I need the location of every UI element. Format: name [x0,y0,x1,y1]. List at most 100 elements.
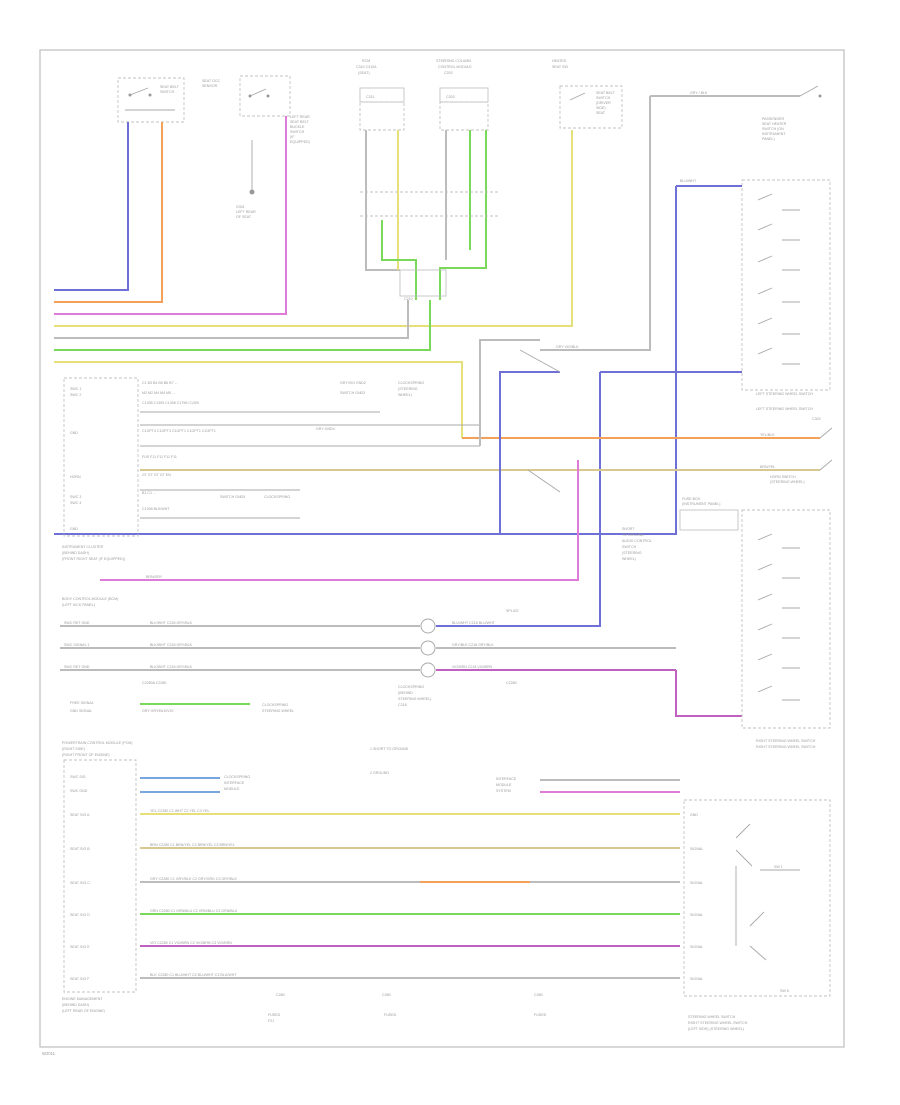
svg-text:(RIGHT FRONT OF ENGINE): (RIGHT FRONT OF ENGINE) [62,753,110,757]
svg-text:SIGNAL: SIGNAL [690,847,703,851]
svg-text:SIGNAL: SIGNAL [690,945,703,949]
svg-text:GT GT GT GT EN: GT GT GT GT EN [142,473,171,477]
svg-text:GND: GND [70,527,78,531]
svg-text:PANEL): PANEL) [762,137,775,141]
svg-text:FUS F11 F11 F11 F11: FUS F11 F11 F11 F11 [142,455,177,459]
svg-text:HORN: HORN [70,475,81,479]
svg-text:C1308 BLK/WHT: C1308 BLK/WHT [142,507,170,511]
svg-text:WHEEL): WHEEL) [398,393,412,397]
svg-text:(STEERING: (STEERING [622,551,642,555]
svg-text:FUSED: FUSED [268,1013,281,1017]
svg-text:SEAT BELT: SEAT BELT [160,85,180,89]
svg-text:(LEFT REAR OF ENGINE): (LEFT REAR OF ENGINE) [62,1009,105,1013]
svg-text:C210: C210 [404,297,413,301]
svg-text:BLK/WHT C218 GRY/BLK: BLK/WHT C218 GRY/BLK [150,643,193,647]
svg-text:SEAT SIG E: SEAT SIG E [70,945,90,949]
right-switch-module-bottom: FUSE BOX (INSTRUMENT PANEL) SHORT TO GRO… [622,497,831,749]
svg-text:LEFT STEERING WHEEL SWITCH: LEFT STEERING WHEEL SWITCH [756,407,813,411]
svg-text:SEAT BELT: SEAT BELT [596,91,616,95]
svg-text:C280: C280 [534,993,543,997]
svg-text:POWERTRAIN CONTROL MODULE (PCM: POWERTRAIN CONTROL MODULE (PCM) [62,741,132,745]
svg-text:SWITCH: SWITCH [622,545,637,549]
svg-text:(BEHIND DASH): (BEHIND DASH) [62,551,89,555]
svg-text:AUDIO CONTROL: AUDIO CONTROL [622,539,652,543]
svg-text:(FRONT RIGHT SEAT (IF EQUIPPED: (FRONT RIGHT SEAT (IF EQUIPPED)) [62,557,125,561]
wire-magenta-top [54,116,287,315]
instrument-cluster-box: SWC 1 SWC 2 GND HORN SWC 3 SWC 4 GND INS… [62,377,139,561]
svg-text:CLOCKSPRING: CLOCKSPRING [398,685,424,689]
svg-text:MODULE: MODULE [496,783,512,787]
svg-text:C311: C311 [366,95,374,99]
svg-text:SWITCH GND5: SWITCH GND5 [220,495,245,499]
svg-text:CLOCKSPRING: CLOCKSPRING [398,381,424,385]
svg-text:INSTRUMENT: INSTRUMENT [762,132,786,136]
wire-yellow-2 [54,361,463,438]
svg-text:BLU/WHT C218 BLU/WHT: BLU/WHT C218 BLU/WHT [452,621,496,625]
svg-text:GRY/VIO GND2: GRY/VIO GND2 [340,381,366,385]
svg-text:SIGNAL: SIGNAL [690,977,703,981]
svg-text:(BEHIND: (BEHIND [398,691,413,695]
svg-text:(RIGHT SIDE): (RIGHT SIDE) [62,747,85,751]
svg-text:SWC 1: SWC 1 [70,387,81,391]
svg-text:LEFT STEERING WHEEL SWITCH: LEFT STEERING WHEEL SWITCH [756,392,813,396]
svg-text:SIDE): SIDE) [596,106,606,110]
svg-text:BODY CONTROL MODULE (BCM): BODY CONTROL MODULE (BCM) [62,597,118,601]
svg-text:ENGINE MANAGEMENT: ENGINE MANAGEMENT [62,997,103,1001]
svg-text:G301: G301 [236,205,245,209]
svg-text:SIGNAL: SIGNAL [690,913,703,917]
svg-text:SEAT SIG A: SEAT SIG A [70,813,90,817]
svg-text:(STEERING: (STEERING [398,387,418,391]
svg-text:F21: F21 [268,1019,274,1023]
wire-gray-top [54,300,409,339]
svg-text:SW 1: SW 1 [774,865,783,869]
svg-text:FUSED: FUSED [534,1013,547,1017]
svg-text:SEAT SIG C: SEAT SIG C [70,881,90,885]
lower-module-label: POWERTRAIN CONTROL MODULE (PCM) (RIGHT S… [62,741,137,1013]
svg-text:(DRIVER: (DRIVER [596,101,611,105]
svg-text:YEL C2280 C1 WHT C2 Y: YEL C2280 C1 WHT C2 YEL C3 YEL [150,809,209,813]
top-connector-right: STEERING COLUMN CONTROL MODULE C202 C203 [436,59,489,131]
svg-text:(BEHIND DASH): (BEHIND DASH) [62,1003,89,1007]
svg-text:BLK/WHT C218 GRY/BLK: BLK/WHT C218 GRY/BLK [150,621,193,625]
svg-text:SENSOR: SENSOR [202,84,218,88]
svg-text:(INSTRUMENT PANEL): (INSTRUMENT PANEL) [682,502,720,506]
svg-text:BLK C2280 C1 BLU/WHT C2: BLK C2280 C1 BLU/WHT C2 BLU/WHT C3 BLU/W… [150,973,237,977]
svg-text:SEAT SIG D: SEAT SIG D [70,913,90,917]
wire-green-top [54,300,431,351]
svg-text:SWITCH: SWITCH [160,90,175,94]
svg-text:STEERING COLUMN: STEERING COLUMN [436,59,471,63]
svg-text:SWC RET GND: SWC RET GND [64,665,90,669]
svg-text:GND: GND [690,813,698,817]
svg-text:GRY / BLK: GRY / BLK [690,91,708,95]
svg-text:BLU/WHT: BLU/WHT [680,179,697,183]
wire-blue-diag [499,371,560,534]
svg-text:SW 6: SW 6 [780,989,789,993]
svg-text:C2280: C2280 [506,681,517,685]
svg-text:LEFT REAR: LEFT REAR [236,210,256,214]
svg-text:YEL/BLK: YEL/BLK [760,433,775,437]
svg-text:SEAT BELT: SEAT BELT [290,120,310,124]
svg-text:SEAT SIG F: SEAT SIG F [70,977,90,981]
svg-text:SIGNAL: SIGNAL [690,881,703,885]
svg-text:SWC 3: SWC 3 [70,495,81,499]
svg-text:SWC 4: SWC 4 [70,501,81,505]
svg-text:C1308 C1305 C1308 C1796 C1309: C1308 C1305 C1308 C1796 C1309 [142,401,199,405]
svg-text:STEERING WHEEL: STEERING WHEEL [262,709,294,713]
svg-text:CLOCKSPRING: CLOCKSPRING [224,775,250,779]
svg-text:INTERFACE: INTERFACE [224,781,245,785]
top-connector-left: RCM C310 C310A (SEAT) C311 [356,59,405,131]
svg-text:OF SEAT: OF SEAT [236,215,252,219]
svg-text:HEATED: HEATED [552,59,567,63]
wire-yellow-top [54,130,573,327]
svg-text:GRY VIO/BLK: GRY VIO/BLK [556,345,579,349]
svg-text:C280: C280 [382,993,391,997]
svg-text:(LEFT SIDE) (STEERING WHEEL): (LEFT SIDE) (STEERING WHEEL) [688,1027,744,1031]
top-switch-3: HEATED SEAT SW SEAT BELT SWITCH (DRIVER … [552,59,623,129]
module-2-label: BODY CONTROL MODULE (BCM) (LEFT KICK PAN… [62,597,118,607]
svg-text:GRY GND4: GRY GND4 [316,427,335,431]
wire-gray-diag [479,339,540,446]
svg-text:SEAT SIG B: SEAT SIG B [70,847,90,851]
svg-text:CLOCKSPRING: CLOCKSPRING [262,703,288,707]
footer-code: W2011 [42,1051,56,1056]
svg-text:EQUIPPED): EQUIPPED) [290,140,310,144]
